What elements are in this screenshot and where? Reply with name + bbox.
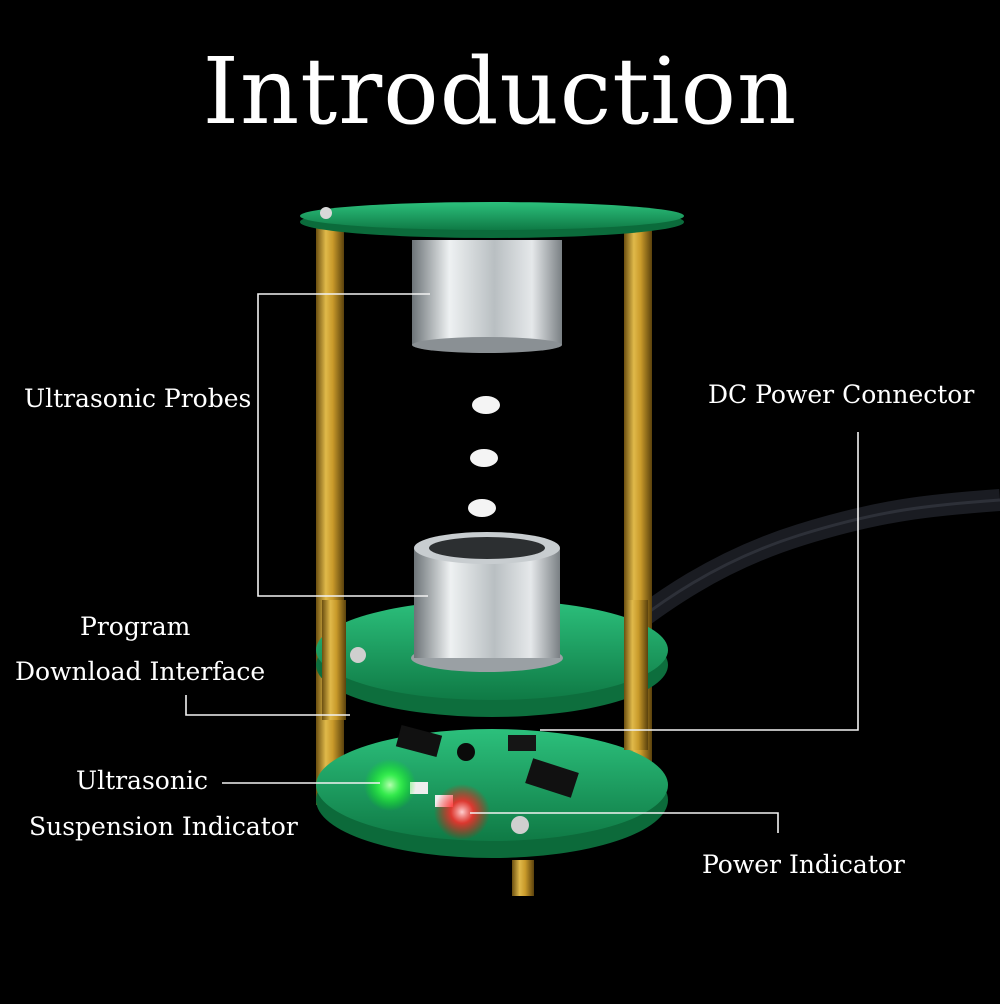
power-cable: [592, 489, 1000, 659]
red-led-glow: [434, 784, 490, 840]
floating-bead: [472, 396, 500, 414]
green-led-glow: [364, 759, 416, 811]
page-title: Introduction: [202, 38, 798, 145]
probes-callout-line: [257, 293, 430, 597]
ic-chip: [395, 724, 443, 758]
top-pcb-board: [300, 202, 684, 230]
label-program: Program: [80, 612, 191, 641]
floating-bead: [468, 499, 496, 517]
callout-lines: [185, 293, 859, 833]
dc-connector-callout-line: [540, 432, 859, 731]
label-power-indicator: Power Indicator: [702, 850, 905, 879]
label-ultrasonic: Ultrasonic: [76, 766, 208, 795]
program-callout-line: [185, 695, 350, 716]
label-ultrasonic-probes: Ultrasonic Probes: [24, 384, 252, 413]
ic-chip: [525, 758, 579, 798]
floating-bead: [470, 449, 498, 467]
top-ultrasonic-probe: [412, 240, 562, 345]
label-dc-power-connector: DC Power Connector: [708, 380, 975, 409]
bottom-ultrasonic-probe: [414, 548, 560, 658]
ic-chip: [508, 735, 536, 751]
label-suspension-indicator: Suspension Indicator: [29, 812, 298, 841]
label-download-interface: Download Interface: [15, 657, 266, 686]
